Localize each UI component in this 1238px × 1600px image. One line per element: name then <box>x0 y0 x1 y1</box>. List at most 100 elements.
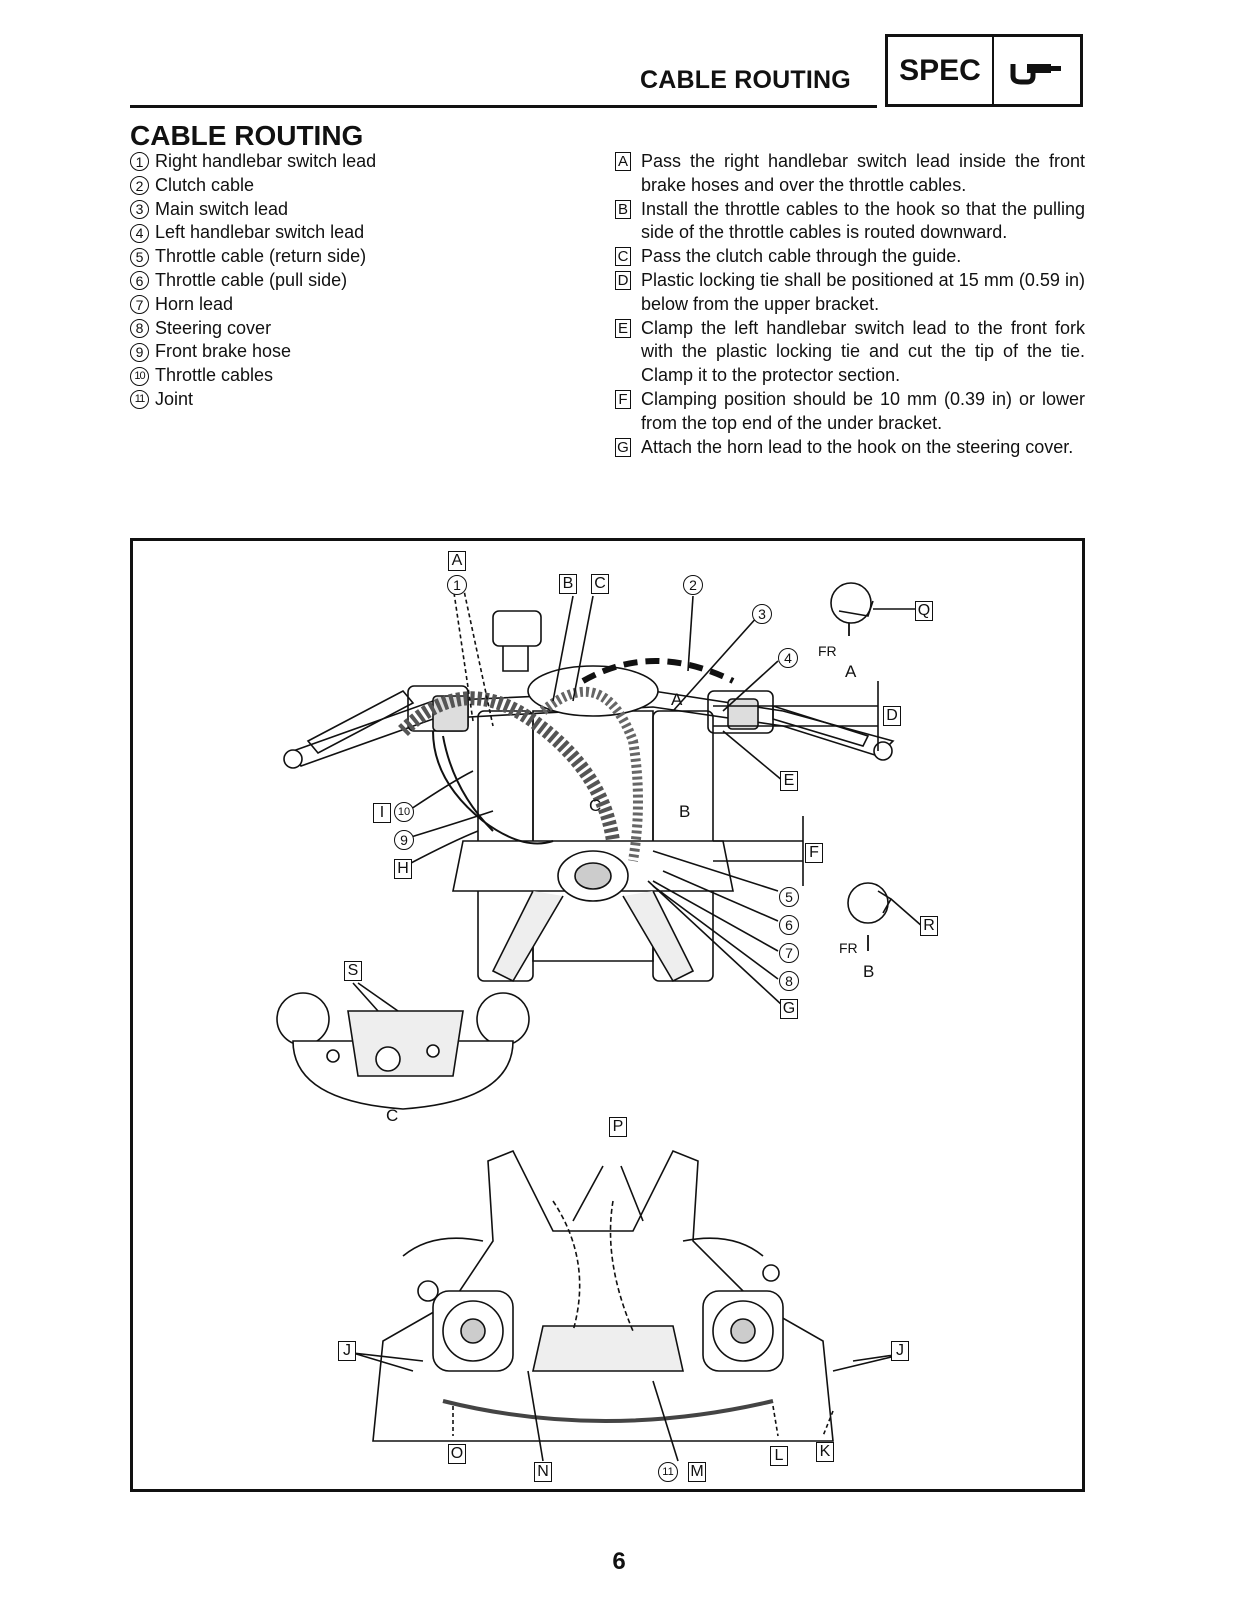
note-text: Install the throttle cables to the hook … <box>641 198 1085 243</box>
detail-label-c: C <box>386 1106 399 1125</box>
legend-text: Horn lead <box>155 293 234 314</box>
label-m: M <box>688 1462 706 1482</box>
label-h: H <box>394 859 412 879</box>
spec-badge: SPEC <box>885 34 1083 107</box>
callout-2: 2 <box>683 575 703 595</box>
legend-text: Throttle cable (pull side) <box>155 269 348 290</box>
callout-7: 7 <box>779 943 799 963</box>
note-letter: D <box>615 270 631 290</box>
legend-item: 1 Right handlebar switch lead <box>130 150 600 174</box>
legend-number: 4 <box>130 223 149 243</box>
legend-text: Front brake hose <box>155 341 292 362</box>
legend-item: 3 Main switch lead <box>130 198 600 222</box>
label-f: F <box>805 843 823 863</box>
callout-3: 3 <box>752 604 772 624</box>
legend-number: 3 <box>130 199 149 219</box>
legend-text: Steering cover <box>155 317 272 338</box>
detail-label-a: A <box>845 662 857 681</box>
callout-1: 1 <box>447 575 467 595</box>
note-letter: G <box>615 437 631 457</box>
fr-label-a: FR <box>818 643 837 659</box>
label-e: E <box>780 771 798 791</box>
diagram-drawing <box>276 582 924 1462</box>
note-text: Attach the horn lead to the hook on the … <box>641 436 1074 457</box>
legend-number: 8 <box>130 318 149 338</box>
legend-text: Throttle cable (return side) <box>155 246 367 267</box>
parts-legend: 1 Right handlebar switch lead 2 Clutch cab… <box>130 150 600 412</box>
label-r: R <box>920 916 938 936</box>
legend-text: Throttle cables <box>155 365 274 386</box>
label-p: P <box>609 1117 627 1137</box>
note-text: Clamp the left handlebar switch lead to … <box>641 317 1085 386</box>
callout-4: 4 <box>778 648 798 668</box>
legend-item: 4 Left handlebar switch lead <box>130 221 600 245</box>
legend-text: Left handlebar switch lead <box>155 222 365 243</box>
callout-10: 10 <box>394 802 414 822</box>
note-item: G Attach the horn lead to the hook on the… <box>615 436 1085 460</box>
note-item: A Pass the right handlebar switch lead in… <box>615 150 1085 198</box>
legend-number: 2 <box>130 176 149 196</box>
label-o: O <box>448 1444 466 1464</box>
legend-text: Clutch cable <box>155 174 255 195</box>
label-i: I <box>373 803 391 823</box>
callout-5: 5 <box>779 887 799 907</box>
legend-number: 10 <box>130 366 149 386</box>
routing-notes: A Pass the right handlebar switch lead in… <box>615 150 1085 459</box>
legend-text: Joint <box>155 388 194 409</box>
note-letter: C <box>615 247 631 267</box>
legend-text: Right handlebar switch lead <box>155 151 377 171</box>
label-g: G <box>780 999 798 1019</box>
note-item: F Clamping position should be 10 mm (0.39… <box>615 388 1085 436</box>
caliper-icon <box>994 37 1080 104</box>
callout-8: 8 <box>779 971 799 991</box>
note-text: Pass the clutch cable through the guide. <box>641 246 962 267</box>
detail-label-b: B <box>863 962 875 981</box>
note-text: Clamping position should be 10 mm (0.39 … <box>641 388 1085 433</box>
section-title: CABLE ROUTING <box>130 120 364 151</box>
note-item: C Pass the clutch cable through the guide… <box>615 245 1085 269</box>
note-item: D Plastic locking tie shall be positioned… <box>615 269 1085 317</box>
spec-label: SPEC <box>888 37 994 104</box>
legend-item: 6 Throttle cable (pull side) <box>130 269 600 293</box>
view-label-c: C <box>589 796 602 815</box>
label-l: L <box>770 1446 788 1466</box>
view-label-a: A <box>671 690 683 709</box>
label-k: K <box>816 1442 834 1462</box>
legend-item: 8 Steering cover <box>130 317 600 341</box>
legend-number: 6 <box>130 271 149 291</box>
legend-number: 1 <box>130 152 149 172</box>
legend-number: 9 <box>130 342 149 362</box>
callout-9: 9 <box>394 830 414 850</box>
legend-text: Main switch lead <box>155 198 289 219</box>
note-item: B Install the throttle cables to the hook… <box>615 198 1085 246</box>
fr-label-b: FR <box>839 940 858 956</box>
label-s: S <box>344 961 362 981</box>
note-text: Pass the right handlebar switch lead ins… <box>641 151 1085 195</box>
label-a: A <box>448 551 466 571</box>
note-text: Plastic locking tie shall be positioned … <box>641 269 1085 314</box>
note-letter: B <box>615 199 631 219</box>
label-d: D <box>883 706 901 726</box>
header-title: CABLE ROUTING <box>640 66 851 94</box>
cable-routing-diagram: A B C D E F G H I J J K L M N O P Q R S … <box>130 538 1085 1492</box>
note-letter: E <box>615 318 631 338</box>
label-c: C <box>591 574 609 594</box>
legend-number: 7 <box>130 295 149 315</box>
legend-item: 7 Horn lead <box>130 293 600 317</box>
label-j-left: J <box>338 1341 356 1361</box>
legend-number: 11 <box>130 390 149 410</box>
label-n: N <box>534 1462 552 1482</box>
note-letter: A <box>615 152 631 171</box>
note-letter: F <box>615 389 631 409</box>
view-label-b: B <box>679 802 691 821</box>
legend-item: 2 Clutch cable <box>130 174 600 198</box>
callout-11: 11 <box>658 1462 678 1482</box>
label-j-right: J <box>891 1341 909 1361</box>
legend-item: 11 Joint <box>130 388 600 412</box>
header-rule <box>130 105 877 108</box>
callout-6: 6 <box>779 915 799 935</box>
legend-item: 9 Front brake hose <box>130 340 600 364</box>
legend-item: 10 Throttle cables <box>130 364 600 388</box>
label-q: Q <box>915 601 933 621</box>
